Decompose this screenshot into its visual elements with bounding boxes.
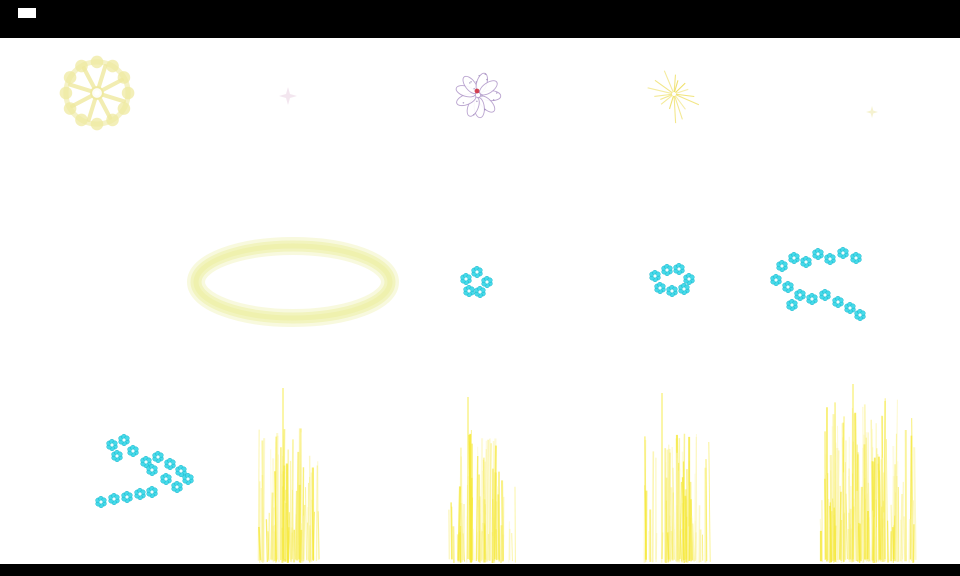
cyan-flower	[850, 251, 862, 265]
cyan-flower	[649, 269, 661, 283]
cyan-flower	[471, 265, 483, 279]
cyan-flower	[460, 272, 472, 286]
cyan-flower	[794, 288, 806, 302]
cyan-flower	[666, 284, 678, 298]
cyan-flower	[788, 251, 800, 265]
letterbox-top	[0, 0, 960, 38]
cyan-flower	[832, 295, 844, 309]
cyan-flower	[182, 472, 194, 486]
cyan-flower-cluster-small	[460, 265, 493, 299]
cyan-flower	[118, 433, 130, 447]
cyan-flower	[844, 301, 856, 315]
cyan-flower	[683, 272, 695, 286]
cyan-flower	[164, 457, 176, 471]
cyan-flower	[806, 292, 818, 306]
cyan-flower	[819, 288, 831, 302]
cyan-flower	[463, 284, 475, 298]
cyan-flower	[837, 246, 849, 260]
tiny-yellow-sparkle-sprite	[866, 106, 878, 118]
cyan-flower	[152, 450, 164, 464]
cyan-flower	[140, 455, 152, 469]
cyan-flower	[160, 472, 172, 486]
yellow-grass-burst-4	[819, 384, 917, 563]
cyan-flower-cluster-large	[770, 246, 866, 322]
yellow-starburst-sprite	[647, 70, 700, 124]
cyan-flower-cluster-medium	[649, 262, 695, 298]
cyan-flower	[678, 282, 690, 296]
top-left-notch	[18, 8, 36, 18]
cyan-flower	[786, 298, 798, 312]
cyan-flower	[770, 273, 782, 287]
cyan-flower	[481, 275, 493, 289]
cyan-flower	[824, 252, 836, 266]
cyan-flower	[474, 285, 486, 299]
cyan-flower	[654, 281, 666, 295]
cyan-flower	[175, 464, 187, 478]
cyan-flower-cluster-bottom-left	[95, 433, 194, 509]
cyan-flower	[127, 444, 139, 458]
cyan-flower	[673, 262, 685, 276]
cyan-flower	[661, 263, 673, 277]
cyan-flower	[108, 492, 120, 506]
cyan-flower	[776, 259, 788, 273]
cyan-flower	[121, 490, 133, 504]
cyan-flower	[111, 449, 123, 463]
white-petal-flower-sprite	[455, 72, 502, 119]
cyan-flower	[146, 485, 158, 499]
cyan-flower	[800, 255, 812, 269]
faint-pink-sparkle-sprite	[279, 87, 297, 105]
cyan-flower	[95, 495, 107, 509]
cyan-flower	[812, 247, 824, 261]
yellow-halo-ring-sprite	[187, 237, 399, 327]
letterbox-bottom	[0, 564, 960, 576]
yellow-grass-burst-3	[643, 393, 711, 563]
cyan-flower	[171, 480, 183, 494]
cyan-flower	[134, 487, 146, 501]
cyan-flower	[106, 438, 118, 452]
cyan-flower	[146, 463, 158, 477]
cyan-flower	[854, 308, 866, 322]
cyan-flower	[782, 280, 794, 294]
yellow-grass-burst-2	[448, 397, 516, 564]
yellow-grass-burst-1	[257, 388, 320, 564]
pale-pinwheel-flower-sprite	[59, 55, 135, 131]
